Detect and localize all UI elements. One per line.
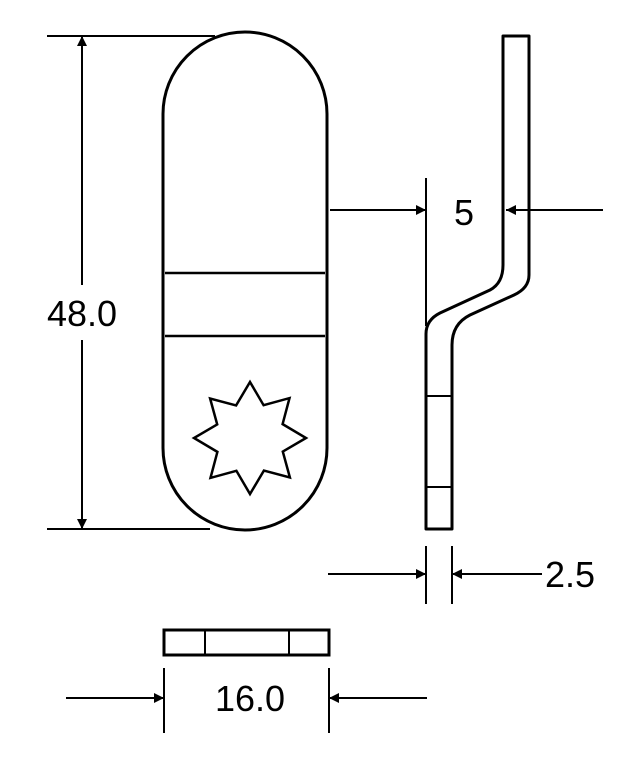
- side-profile: [424, 34, 531, 531]
- bottom-profile: [162, 628, 331, 657]
- height-label: 48.0: [47, 293, 117, 334]
- lever-outline: [161, 30, 329, 532]
- star-drive-hole: [191, 379, 309, 497]
- offset-label: 5: [454, 192, 474, 233]
- height-dimension: [47, 35, 215, 530]
- side-view: [424, 34, 531, 531]
- thickness-label: 2.5: [545, 554, 595, 595]
- offset-dimension: [330, 178, 603, 326]
- thickness-dimension: [328, 546, 542, 604]
- front-view: [161, 30, 329, 532]
- width-label: 16.0: [215, 678, 285, 719]
- bottom-view: [162, 628, 331, 657]
- width-dimension: [66, 668, 427, 733]
